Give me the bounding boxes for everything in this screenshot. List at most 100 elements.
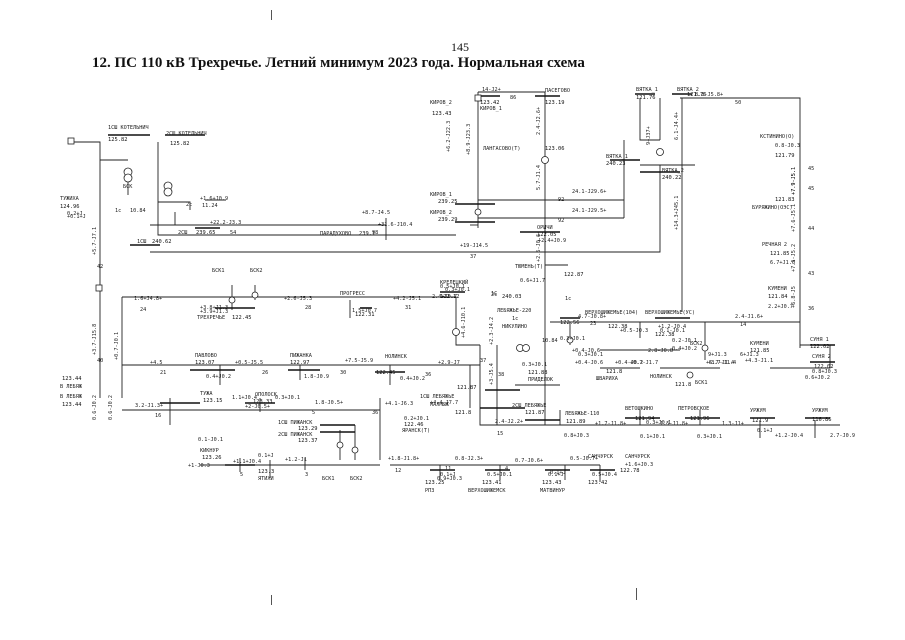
flow-label: +3.7-J15.8 [92, 324, 98, 355]
flow-label: БСК1 [695, 380, 708, 386]
node-sanchursk-name: САНЧУРСК [588, 454, 614, 460]
flow-label: 0.6-J0.2 [108, 395, 114, 420]
node-kirovb1-value: 239.25 [438, 199, 457, 205]
flow-label: +4.4-J7.7 [430, 400, 458, 406]
node-kotel2-name: 2СШ КОТЕЛЬНИЧ [166, 131, 207, 137]
flow-label: +4.5 [150, 360, 163, 366]
flow-label: 0.8+J0.3 [812, 369, 837, 375]
flow-label: +4.3-J1.1 [745, 358, 773, 364]
node-trekh-value: 122.45 [232, 315, 251, 321]
node-kotel1-value: 125.82 [108, 137, 127, 143]
flow-label: +1.2-J1 [285, 457, 307, 463]
flow-label: 0.4+J0.2 [206, 374, 231, 380]
flow-label: 2.4-J2.6+ [536, 107, 542, 135]
node-urzhum2-value: 116.86 [812, 417, 831, 423]
flow-label: 1.5+J0.7 [352, 308, 377, 314]
flow-label: 6.7+J1.6 [770, 260, 795, 266]
flow-label: 0.5+J0.1 [440, 284, 465, 290]
flow-label: 0.5+J0.1 [487, 472, 512, 478]
node-vyatka1b-value: 240.23 [606, 161, 625, 167]
flow-label: 36 [808, 306, 814, 312]
flow-label: +2.4+J0.9 [538, 238, 566, 244]
node-kirovb2-value: 239.29 [438, 217, 457, 223]
flow-label: +7.9-J5.1 [791, 167, 797, 195]
flow-label: +1.1+J0.4 [233, 459, 261, 465]
node-buryazh-name: БУРЯЖИНО(ОЭС) [752, 205, 793, 211]
flow-label: 1с [115, 208, 121, 214]
flow-label: 5 [312, 410, 315, 416]
flow-label: 42 [97, 264, 103, 270]
flow-label: 30 [340, 370, 346, 376]
node-leb220-value: 240.03 [502, 294, 521, 300]
node-kstinino-value: 121.79 [775, 153, 794, 159]
node-kikur-value: 123.26 [202, 455, 221, 461]
flow-label: +1.2-J0.4 [658, 324, 686, 330]
flow-label: +4.1-J6.3 [385, 401, 413, 407]
flow-label: +8.9-J23.3 [466, 124, 472, 155]
node-lebyazh2-value: 121.87 [525, 410, 544, 416]
flow-label: 0.5+J0.4 [592, 472, 617, 478]
flow-label: +2.3-J4.2 [489, 317, 495, 345]
flow-label: 0.1+J [258, 453, 274, 459]
flow-label: +3.9+J1.3 [200, 309, 228, 315]
flow-label: 0.3+J0.1 [697, 434, 722, 440]
flow-label: 9+J37+ [646, 126, 652, 145]
flow-label: 0.1+J [550, 470, 566, 476]
node-kotel240-name: 1СШ [137, 239, 146, 245]
flow-label: 0.4+J0.2 [672, 346, 697, 352]
flow-label: 1с [512, 316, 518, 322]
flow-label: 0.9+J0.3 [437, 476, 462, 482]
node-tyumen-name: ТЮМЕНЬ(Т) [515, 264, 543, 270]
node-orichi-name: ОРИЧИ [537, 225, 553, 231]
flow-label: 0.3+J0.1 [560, 336, 585, 342]
flow-label: 2.4+J0.7 [432, 294, 457, 300]
margin-tick-top [271, 10, 272, 20]
node-opolosk-value: 123.33 [253, 399, 272, 405]
flow-label: 38 [498, 372, 504, 378]
flow-label: 44 [808, 226, 814, 232]
node-verkhmu-value: 123.41 [482, 480, 501, 486]
diagram-devices [67, 94, 709, 454]
flow-label: 50 [735, 100, 741, 106]
node-kstinino-name: КСТИНИНО(О) [760, 134, 794, 140]
flow-label: 40 [97, 358, 103, 364]
node-kotel240-value: 240.62 [152, 239, 171, 245]
node-tuzha-name: ТУЖИХА [60, 196, 80, 202]
flow-label: 43 [808, 271, 814, 277]
flow-label: 45 [808, 166, 814, 172]
flow-label: 16 [155, 413, 161, 419]
flow-label: 28 [305, 305, 311, 311]
flow-label: 12 [395, 468, 401, 474]
node-krelets-value: 122.12 [440, 294, 459, 300]
flow-label: 24.1-J29.5+ [572, 208, 606, 214]
node-verkh104-name: ВЕРХОШИЖЕМЬЕ(104) [585, 310, 638, 316]
flow-label: 86 [510, 95, 516, 101]
flow-label: +0.5-J5.5 [235, 360, 263, 366]
flow-label: 0.3+J0.1 [578, 352, 603, 358]
node-kumeny-name: КУМЕНИ [768, 286, 787, 292]
flow-label: +0.4-J0.2 [615, 360, 643, 366]
node-sanchursk2-value: 122.78 [620, 468, 639, 474]
node-pasegovo-value: 123.19 [545, 100, 564, 106]
flow-label: 0.2+J0.1 [404, 416, 429, 422]
flow-label: 2.2+J0.7 [768, 304, 793, 310]
flow-label: 0.6+J1.7 [520, 278, 545, 284]
flow-label: +2-J0.5+ [245, 404, 270, 410]
node-kotel2-239-value: 239.65 [196, 230, 215, 236]
flow-label: 0.3+J0.1 [646, 420, 671, 426]
node-vetoshkino-name: ВЕТОШКИНО [625, 406, 653, 412]
node-pyzh-value: 123.25 [425, 480, 444, 486]
node-rechnaya-name: РЕЧНАЯ 2 [762, 242, 787, 248]
flow-label: +8.7-J4.5 [362, 210, 390, 216]
node-yaransk2-value: 121.8 [455, 410, 471, 416]
node-yatikhi-value: 123.3 [258, 469, 274, 475]
node-progress-name: ПРОГРЕСС [340, 291, 365, 297]
node-labels: 1СШ КОТЕЛЬНИЧ 125.82 2СШ КОТЕЛЬНИЧ 125.8… [60, 87, 833, 494]
node-yaransk2-name: МАЛМЫЖ [430, 402, 450, 408]
flow-label: БСК2 [350, 476, 363, 482]
flow-label: +0.5-J0.3 [620, 328, 648, 334]
flow-label: +19-J14.5 [460, 243, 488, 249]
flow-label: 0.7-J0.6+ [515, 458, 543, 464]
node-matvin-name: МАТВИНУР [540, 488, 565, 494]
